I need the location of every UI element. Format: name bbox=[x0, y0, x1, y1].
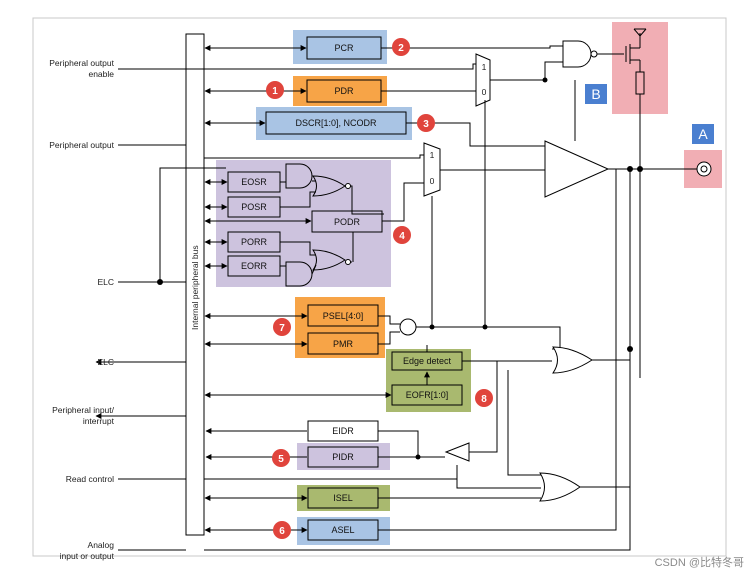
input-buffer bbox=[444, 442, 470, 462]
select-gate bbox=[399, 318, 417, 336]
junction-out-c bbox=[627, 346, 633, 352]
pcr-label: PCR bbox=[334, 43, 354, 53]
oe-mux-zero: 0 bbox=[482, 87, 487, 97]
oe-mux bbox=[475, 53, 491, 107]
nand-bubble bbox=[590, 50, 598, 58]
isel-label: ISEL bbox=[333, 493, 353, 503]
callout-1-text: 1 bbox=[272, 86, 278, 97]
signal-peripheral-input-1: Peripheral input/ bbox=[52, 405, 115, 415]
watermark: CSDN @比特冬哥 bbox=[655, 555, 744, 569]
junction-select bbox=[429, 324, 435, 330]
eidr-label: EIDR bbox=[332, 426, 354, 436]
junction-nand-out bbox=[542, 77, 548, 83]
callout-4-text: 4 bbox=[399, 231, 405, 242]
marker-a-box bbox=[692, 124, 714, 144]
signal-peripheral-output-enable-2: enable bbox=[88, 69, 114, 79]
elc-junction-dot bbox=[157, 279, 163, 285]
marker-b-box bbox=[585, 84, 607, 104]
bus-label: Internal peripheral bus bbox=[190, 245, 200, 330]
pmr-label: PMR bbox=[333, 339, 354, 349]
output-buffer bbox=[544, 140, 610, 198]
callout-6-text: 6 bbox=[279, 526, 285, 537]
callout-1 bbox=[266, 81, 284, 99]
elc-input-path bbox=[159, 167, 226, 283]
edge-detect-label: Edge detect bbox=[403, 356, 452, 366]
eofr-label: EOFR[1:0] bbox=[406, 390, 449, 400]
nand-gate bbox=[562, 40, 592, 68]
marker-b-text: B bbox=[591, 86, 600, 102]
callout-3-text: 3 bbox=[423, 119, 429, 130]
callout-7-text: 7 bbox=[279, 323, 285, 334]
callouts: 1 2 3 4 5 6 7 8 bbox=[266, 38, 493, 539]
junction-input bbox=[415, 454, 421, 460]
dscr-label: DSCR[1:0], NCODR bbox=[295, 118, 377, 128]
junction-select-2 bbox=[482, 324, 488, 330]
callout-2 bbox=[392, 38, 410, 56]
out-mux-one: 1 bbox=[430, 150, 435, 160]
signal-analog-2: input or output bbox=[60, 551, 115, 561]
output-logic-gates bbox=[285, 163, 346, 287]
marker-a-text: A bbox=[698, 126, 708, 142]
pin-a-inner bbox=[700, 165, 708, 173]
oe-mux-one: 1 bbox=[482, 62, 487, 72]
pidr-label: PIDR bbox=[332, 452, 354, 462]
or-gate-upper bbox=[552, 346, 593, 374]
signal-analog-1: Analog bbox=[88, 540, 115, 550]
callout-7 bbox=[273, 318, 291, 336]
inverter-bubble-2 bbox=[345, 259, 351, 265]
callout-8-text: 8 bbox=[481, 394, 487, 405]
eorr-label: EORR bbox=[241, 261, 268, 271]
psel-label: PSEL[4:0] bbox=[323, 311, 364, 321]
signal-elc-out: ELC bbox=[97, 357, 114, 367]
input-path-wires bbox=[204, 345, 630, 499]
eosr-label: EOSR bbox=[241, 177, 267, 187]
inverter-bubble-1 bbox=[345, 183, 351, 189]
signal-read-control: Read control bbox=[66, 474, 114, 484]
bus-register-arrows bbox=[204, 45, 392, 533]
podr-label: PODR bbox=[334, 217, 361, 227]
callout-5-text: 5 bbox=[278, 454, 284, 465]
signal-peripheral-input-2: interrupt bbox=[83, 416, 115, 426]
or-gate-lower bbox=[539, 472, 581, 502]
junction-out-a bbox=[627, 166, 633, 172]
diagram-frame bbox=[32, 17, 727, 557]
porr-label: PORR bbox=[241, 237, 268, 247]
callout-5 bbox=[272, 449, 290, 467]
output-logic-wires bbox=[280, 180, 424, 275]
pdr-label: PDR bbox=[334, 86, 354, 96]
callout-8 bbox=[475, 389, 493, 407]
posr-label: POSR bbox=[241, 202, 267, 212]
out-mux-zero: 0 bbox=[430, 176, 435, 186]
main-output-wiring bbox=[204, 45, 697, 551]
junction-out-b bbox=[637, 166, 643, 172]
signal-peripheral-output-enable-1: Peripheral output bbox=[49, 58, 114, 68]
callout-6 bbox=[273, 521, 291, 539]
signal-peripheral-output: Peripheral output bbox=[49, 140, 114, 150]
pin-driver-circuit bbox=[597, 28, 647, 169]
out-mux bbox=[423, 142, 441, 197]
callout-3 bbox=[417, 114, 435, 132]
callout-2-text: 2 bbox=[398, 43, 404, 54]
callout-4 bbox=[393, 226, 411, 244]
asel-label: ASEL bbox=[331, 525, 354, 535]
signal-elc-in: ELC bbox=[97, 277, 114, 287]
internal-bus bbox=[185, 33, 205, 536]
